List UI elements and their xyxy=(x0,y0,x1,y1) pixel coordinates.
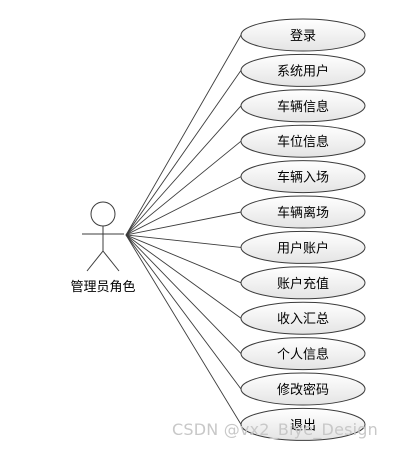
use-case: 退出 xyxy=(240,407,366,441)
association-line xyxy=(125,140,242,236)
use-case-label: 账户充值 xyxy=(277,276,329,292)
use-case: 账户充值 xyxy=(240,266,366,300)
use-case: 车辆入场 xyxy=(240,160,366,194)
use-case-list: 登录系统用户车辆信息车位信息车辆入场车辆离场用户账户账户充值收入汇总个人信息修改… xyxy=(240,18,366,441)
actor-label: 管理员角色 xyxy=(70,279,135,295)
use-case-label: 收入汇总 xyxy=(277,312,329,327)
use-case-ellipse xyxy=(240,407,366,441)
association-line xyxy=(125,234,242,354)
use-case-label: 车位信息 xyxy=(277,134,329,150)
use-case: 车位信息 xyxy=(240,124,366,158)
use-case-ellipse xyxy=(240,337,366,371)
use-case-label: 退出 xyxy=(290,418,316,433)
use-case-ellipse xyxy=(240,160,366,194)
association-line xyxy=(125,234,242,284)
use-case-ellipse xyxy=(240,301,366,335)
use-case: 个人信息 xyxy=(240,337,366,371)
association-line xyxy=(125,34,242,236)
use-case: 用户账户 xyxy=(240,230,366,264)
use-case-label: 个人信息 xyxy=(277,347,329,363)
actor-right-leg xyxy=(102,250,120,272)
watermark: CSDN @vx2_Biye_Design xyxy=(172,420,378,439)
use-case-ellipse xyxy=(240,18,366,52)
association-lines xyxy=(125,34,242,425)
use-case-ellipse xyxy=(240,230,366,264)
use-case-label: 修改密码 xyxy=(277,382,329,398)
actor: 管理员角色 xyxy=(70,201,136,295)
use-case-ellipse xyxy=(240,266,366,300)
use-case-ellipse xyxy=(240,53,366,87)
use-case: 修改密码 xyxy=(240,372,366,406)
association-line xyxy=(125,105,242,236)
actor-left-leg xyxy=(86,250,104,272)
use-case: 收入汇总 xyxy=(240,301,366,335)
use-case-ellipse xyxy=(240,124,366,158)
use-case: 车辆离场 xyxy=(240,195,366,229)
association-line xyxy=(125,176,242,236)
association-line xyxy=(125,234,242,319)
association-line xyxy=(125,234,242,425)
actor-head xyxy=(90,201,116,227)
association-line xyxy=(125,211,242,236)
association-line xyxy=(125,234,242,390)
association-line xyxy=(125,234,242,248)
use-case-label: 车辆入场 xyxy=(277,170,329,186)
use-case: 登录 xyxy=(240,18,366,52)
use-case-ellipse xyxy=(240,195,366,229)
use-case: 车辆信息 xyxy=(240,89,366,123)
use-case-label: 系统用户 xyxy=(277,63,329,79)
use-case-ellipse xyxy=(240,372,366,406)
use-case-label: 用户账户 xyxy=(277,240,329,256)
association-line xyxy=(125,70,242,236)
use-case-label: 车辆信息 xyxy=(277,99,329,115)
use-case-ellipse xyxy=(240,89,366,123)
use-case: 系统用户 xyxy=(240,53,366,87)
use-case-label: 车辆离场 xyxy=(277,205,329,221)
use-case-label: 登录 xyxy=(290,29,316,44)
